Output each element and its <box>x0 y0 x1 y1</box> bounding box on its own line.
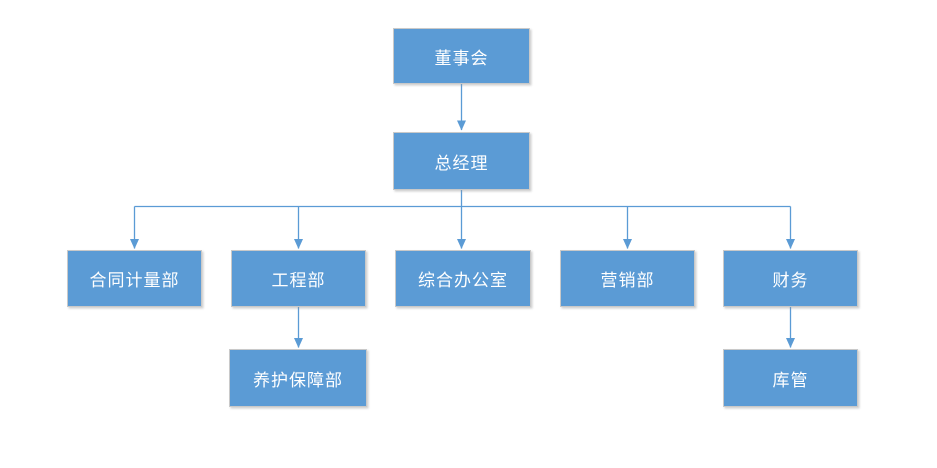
org-node-general-office[interactable]: 综合办公室 <box>395 250 531 307</box>
org-node-label: 综合办公室 <box>418 271 508 291</box>
org-node-label: 总经理 <box>434 153 489 174</box>
org-node-finance[interactable]: 财务 <box>723 250 858 307</box>
org-node-general-manager[interactable]: 总经理 <box>393 132 530 190</box>
org-node-label: 库管 <box>772 370 809 391</box>
org-node-label: 财务 <box>772 271 809 291</box>
org-node-label: 工程部 <box>271 271 326 291</box>
org-node-contract-measurement-dept[interactable]: 合同计量部 <box>67 250 202 307</box>
org-node-marketing-dept[interactable]: 营销部 <box>560 250 695 307</box>
org-node-board-of-directors[interactable]: 董事会 <box>393 28 530 84</box>
org-node-label: 合同计量部 <box>89 271 180 291</box>
org-node-maintenance-support-dept[interactable]: 养护保障部 <box>229 349 367 407</box>
org-node-label: 营销部 <box>600 271 655 291</box>
org-node-label: 董事会 <box>434 48 489 69</box>
org-node-engineering-dept[interactable]: 工程部 <box>231 250 366 307</box>
org-node-warehouse-management[interactable]: 库管 <box>723 349 858 407</box>
org-node-label: 养护保障部 <box>253 370 343 391</box>
